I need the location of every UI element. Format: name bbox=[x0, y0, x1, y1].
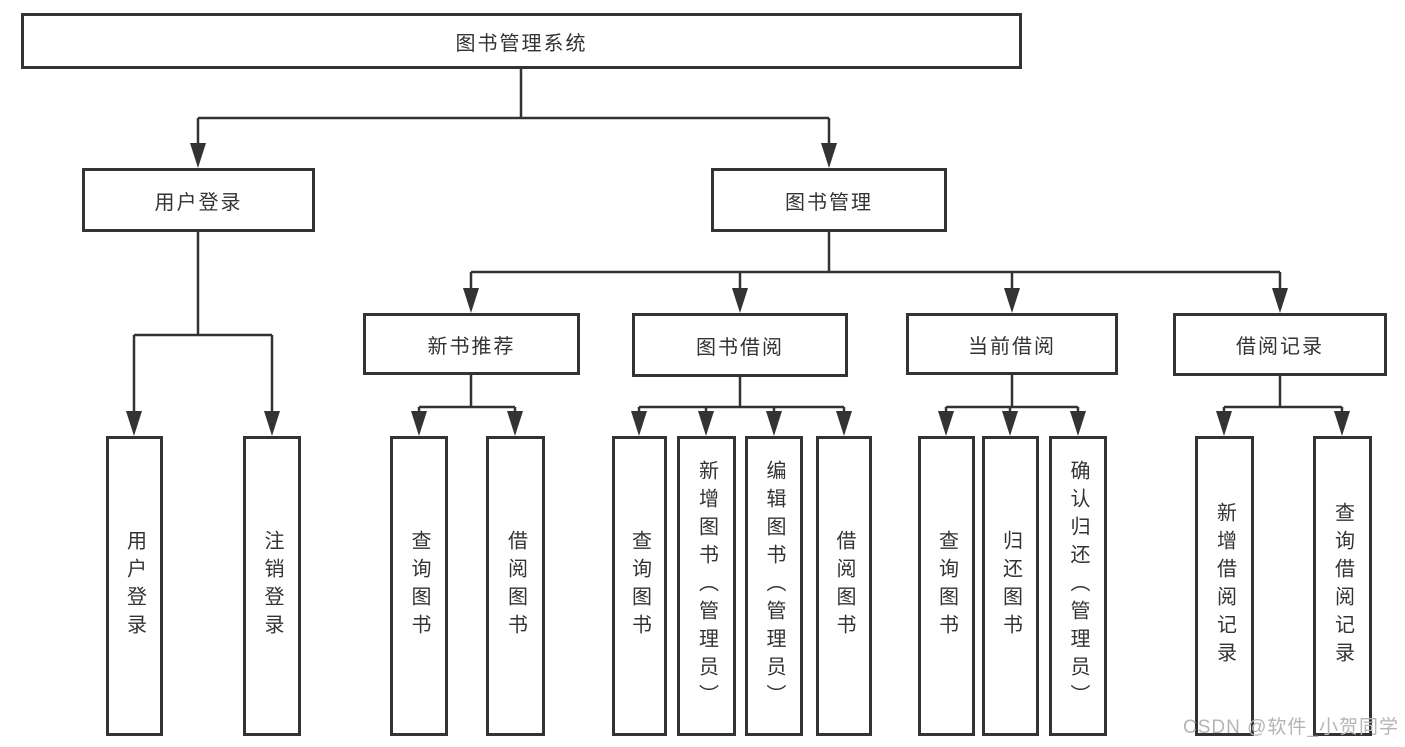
leaf-edit-books-admin: 编辑图书（管理员） bbox=[745, 436, 803, 736]
leaf-add-books-admin: 新增图书（管理员） bbox=[677, 436, 736, 736]
leaf-add-borrow-record: 新增借阅记录 bbox=[1195, 436, 1254, 736]
csdn-watermark: CSDN @软件_小贺同学 bbox=[1183, 717, 1399, 738]
leaf-query-books-borrowing: 查询图书 bbox=[612, 436, 667, 736]
node-new-book-recommendation-label: 新书推荐 bbox=[427, 335, 516, 358]
leaf-edit-books-admin-label: 编辑图书（管理员） bbox=[763, 460, 785, 712]
node-book-borrowing-label: 图书借阅 bbox=[696, 336, 784, 359]
node-current-borrowing: 当前借阅 bbox=[906, 313, 1118, 375]
leaf-query-books-recommend-label: 查询图书 bbox=[408, 530, 430, 642]
leaf-query-borrow-record-label: 查询借阅记录 bbox=[1331, 502, 1354, 670]
leaf-user-login-label: 用户登录 bbox=[123, 530, 146, 642]
leaf-confirm-return-admin: 确认归还（管理员） bbox=[1049, 436, 1107, 736]
leaf-return-books: 归还图书 bbox=[982, 436, 1039, 736]
leaf-borrow-books-borrowing: 借阅图书 bbox=[816, 436, 872, 736]
node-borrowing-records: 借阅记录 bbox=[1173, 313, 1387, 376]
leaf-add-books-admin-label: 新增图书（管理员） bbox=[695, 460, 718, 712]
arrowhead-icons bbox=[126, 143, 1350, 436]
node-new-book-recommendation: 新书推荐 bbox=[363, 313, 580, 375]
leaf-add-borrow-record-label: 新增借阅记录 bbox=[1213, 502, 1236, 670]
leaf-query-books-borrowing-label: 查询图书 bbox=[628, 530, 651, 642]
leaf-user-login: 用户登录 bbox=[106, 436, 163, 736]
leaf-query-borrow-record: 查询借阅记录 bbox=[1313, 436, 1372, 736]
leaf-query-books-current: 查询图书 bbox=[918, 436, 975, 736]
leaf-logout-label: 注销登录 bbox=[261, 530, 283, 642]
node-library-system: 图书管理系统 bbox=[21, 13, 1022, 69]
node-book-management: 图书管理 bbox=[711, 168, 947, 232]
node-borrowing-records-label: 借阅记录 bbox=[1236, 336, 1324, 358]
leaf-return-books-label: 归还图书 bbox=[999, 530, 1022, 642]
node-user-login-label: 用户登录 bbox=[154, 191, 243, 214]
leaf-query-books-recommend: 查询图书 bbox=[390, 436, 448, 736]
leaf-borrow-books-recommend-label: 借阅图书 bbox=[504, 530, 527, 642]
leaf-query-books-current-label: 查询图书 bbox=[935, 530, 958, 642]
leaf-borrow-books-borrowing-label: 借阅图书 bbox=[833, 530, 855, 642]
node-book-borrowing: 图书借阅 bbox=[632, 313, 848, 377]
leaf-borrow-books-recommend: 借阅图书 bbox=[486, 436, 545, 736]
leaf-confirm-return-admin-label: 确认归还（管理员） bbox=[1067, 460, 1089, 712]
leaf-logout: 注销登录 bbox=[243, 436, 301, 736]
node-current-borrowing-label: 当前借阅 bbox=[968, 335, 1056, 358]
node-library-system-label: 图书管理系统 bbox=[455, 32, 588, 55]
node-book-management-label: 图书管理 bbox=[785, 191, 873, 214]
node-user-login: 用户登录 bbox=[82, 168, 315, 232]
